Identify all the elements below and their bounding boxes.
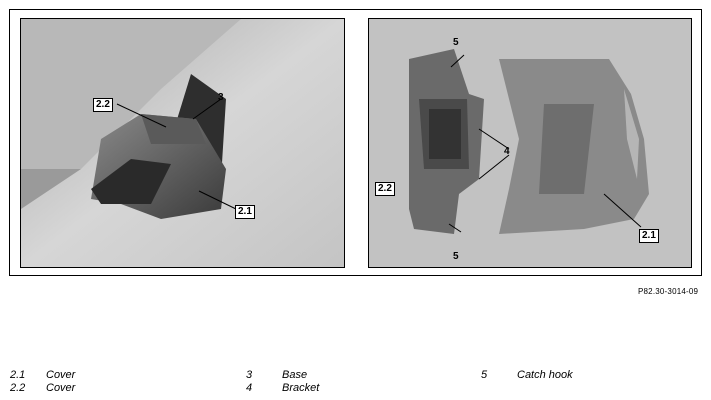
- legend-number: 5: [481, 369, 488, 381]
- callout-right-5-bottom: 5: [453, 251, 459, 262]
- photo-installed-cover: 2.2 3 2.1: [20, 18, 345, 268]
- legend-number: 4: [246, 382, 253, 394]
- figure-reference-code: P82.30-3014-09: [638, 287, 699, 296]
- photo-removed-cover: 5 2.2 4 5 2.1: [368, 18, 692, 268]
- callout-right-4: 4: [504, 146, 510, 157]
- removed-cover-illustration: [369, 19, 691, 267]
- callout-left-3: 3: [218, 92, 224, 103]
- callout-right-2-1: 2.1: [639, 229, 659, 243]
- callout-left-2-1: 2.1: [235, 205, 255, 219]
- legend-label: Bracket: [282, 382, 320, 394]
- legend-number: 3: [246, 369, 253, 381]
- legend-label: Base: [282, 369, 308, 381]
- figure-frame: 2.2 3 2.1 5 2.2 4 5 2.1: [9, 9, 702, 276]
- legend-number: 2.2: [10, 382, 26, 394]
- legend-label: Cover: [46, 369, 76, 381]
- installed-cover-illustration: [21, 19, 344, 267]
- legend-label: Cover: [46, 382, 76, 394]
- callout-right-5-top: 5: [453, 37, 459, 48]
- callout-right-2-2: 2.2: [375, 182, 395, 196]
- legend-label: Catch hook: [517, 369, 573, 381]
- legend-number: 2.1: [10, 369, 26, 381]
- callout-left-2-2: 2.2: [93, 98, 113, 112]
